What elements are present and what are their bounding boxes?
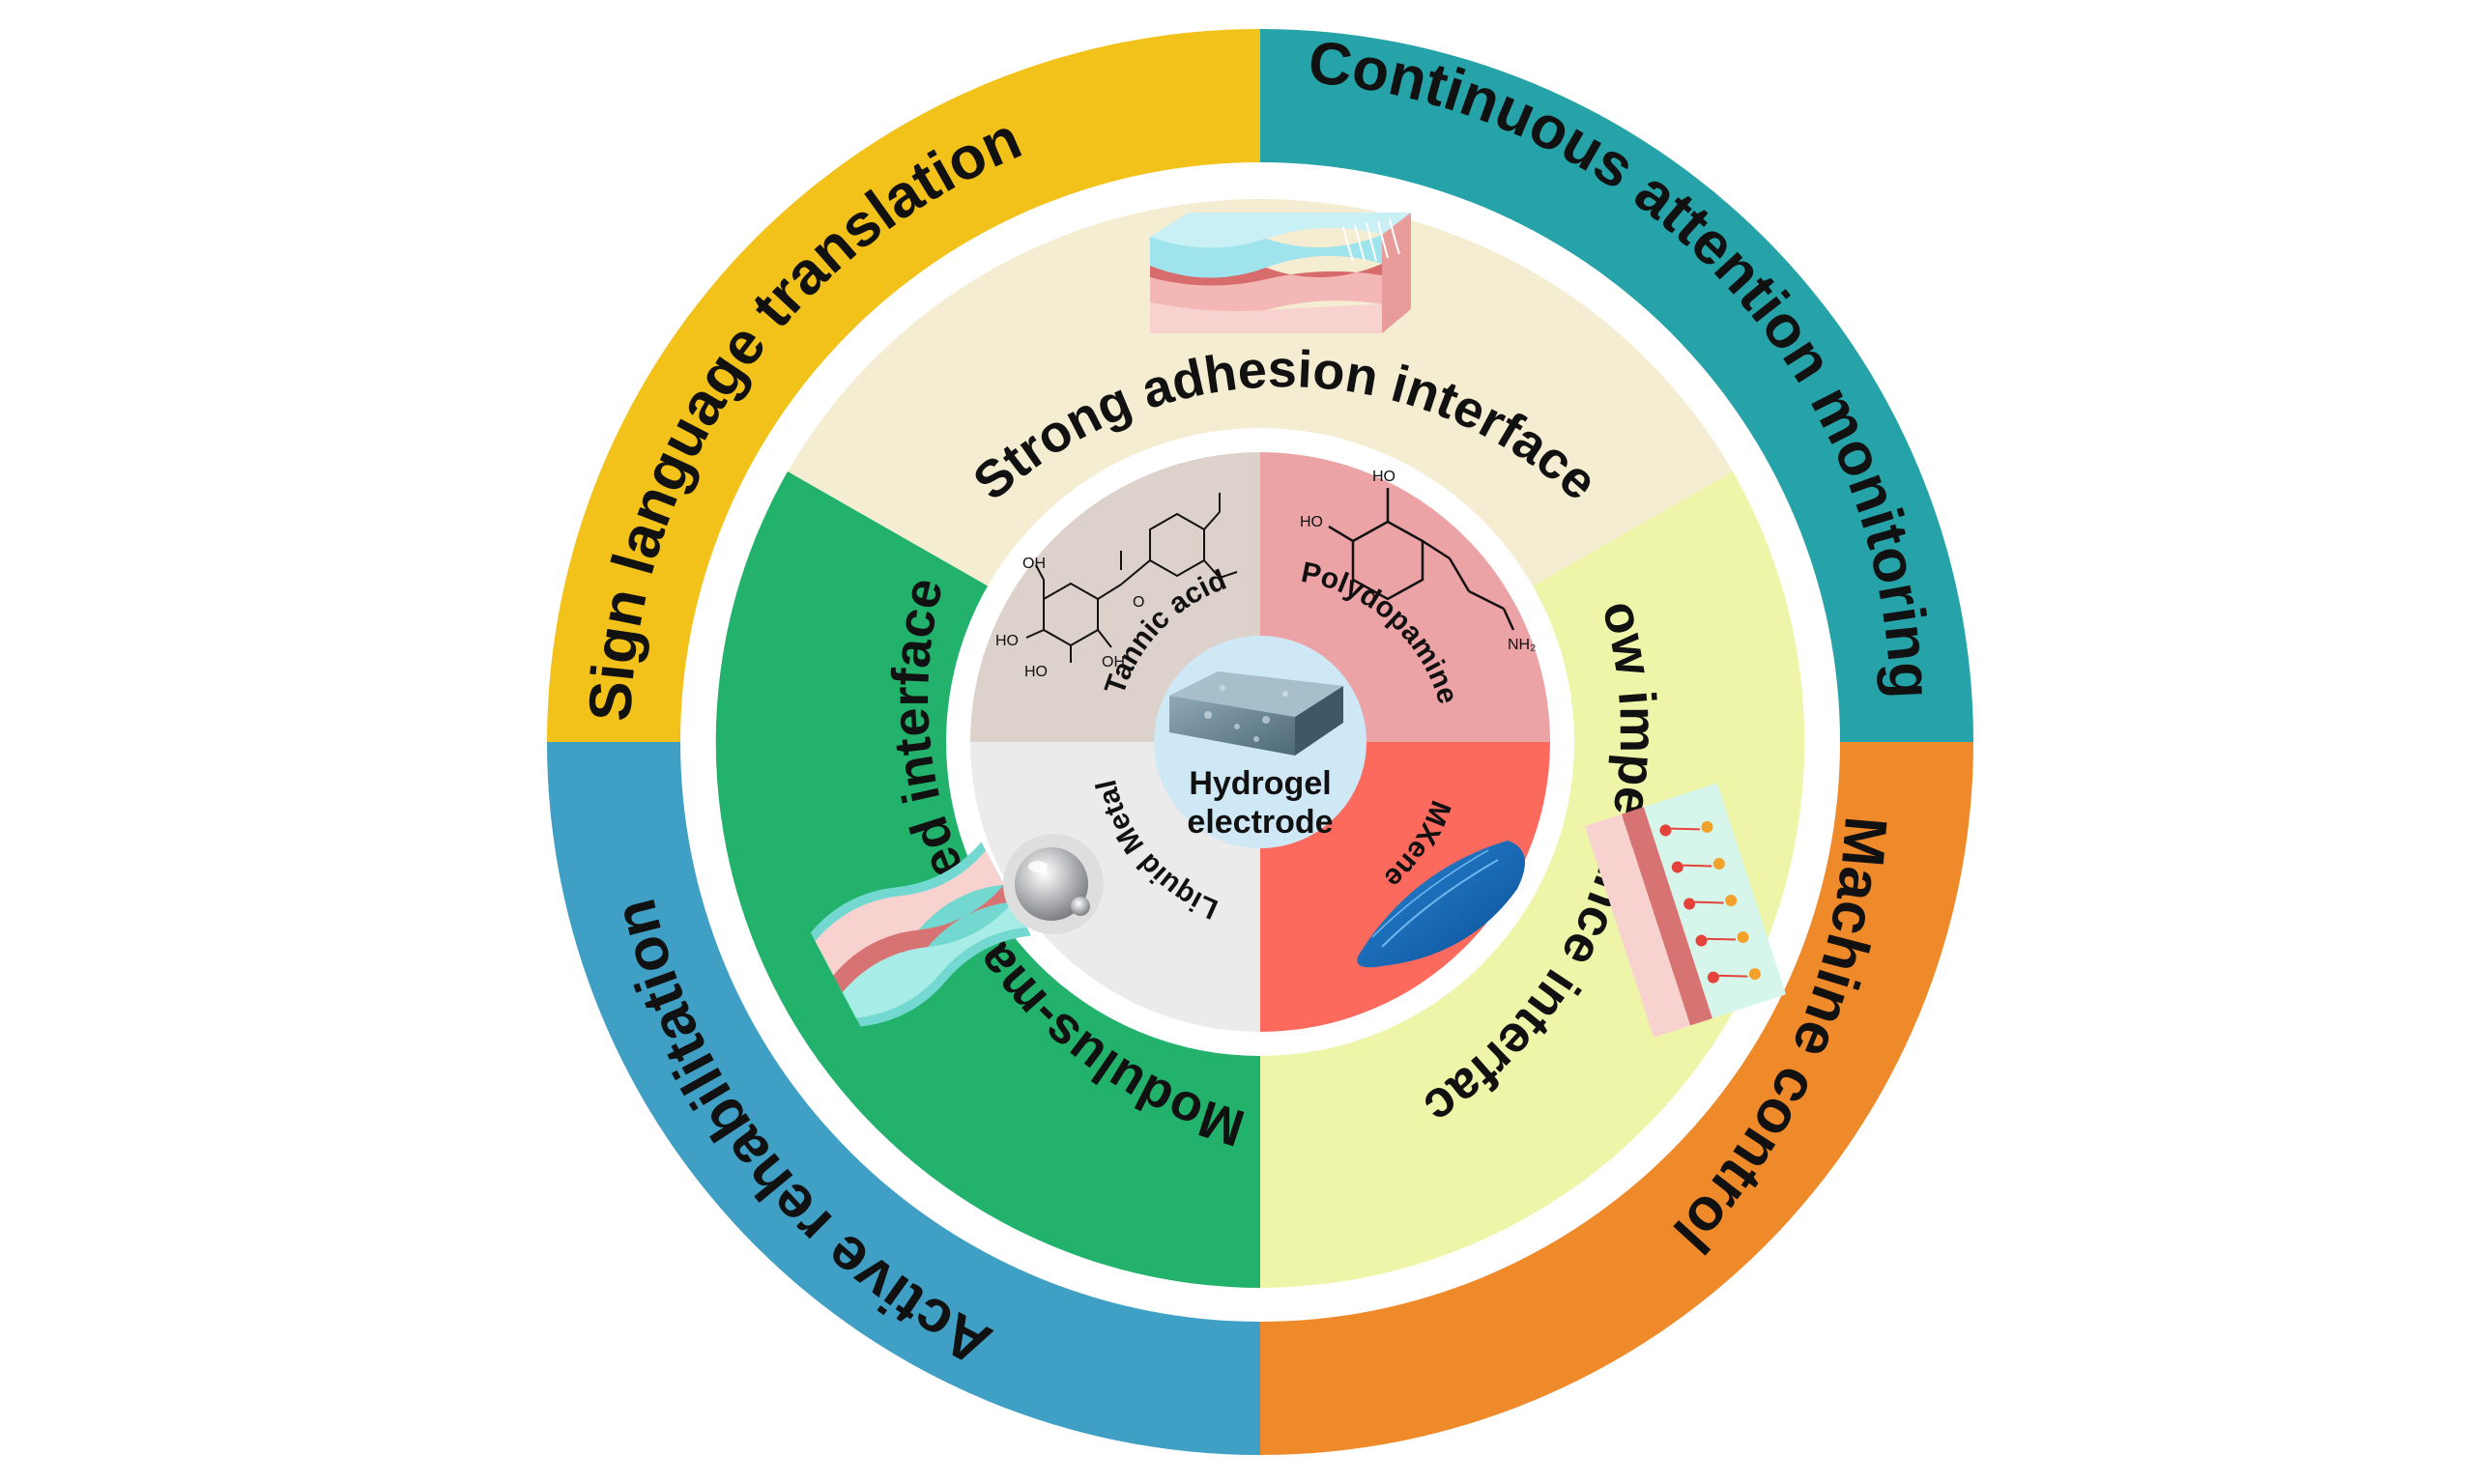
- chem-label-ta-oh3: HO: [1024, 664, 1048, 680]
- dopamine-structure-icon: [1328, 488, 1515, 631]
- center-label-line1: Hydrogel: [1189, 765, 1331, 802]
- skin-adhesion-icon: [1150, 213, 1411, 333]
- chem-label-ta-oh1: OH: [1022, 556, 1046, 572]
- center-hub: Hydrogel electrode: [1154, 636, 1366, 848]
- chem-label-nh2: NH₂: [1508, 637, 1536, 653]
- chem-label-oh-left: HO: [1300, 514, 1323, 530]
- skin-layer-icon: [810, 842, 1032, 1027]
- chem-label-oh-top: HO: [1372, 469, 1395, 485]
- chem-label-ta-oh2: HO: [995, 633, 1019, 649]
- chem-label-ta-oh4: OH: [1102, 654, 1125, 671]
- skin-ion-layer-icon: [1585, 783, 1787, 1038]
- chem-label-ta-o: O: [1133, 594, 1144, 611]
- liquid-metal-droplet-icon: [1003, 834, 1104, 934]
- mxene-flake-icon: [1357, 841, 1525, 968]
- tannic-acid-structure-icon: [1025, 493, 1238, 663]
- center-label-line2: electrode: [1187, 804, 1333, 841]
- hydrogel-block-icon: [1169, 671, 1343, 756]
